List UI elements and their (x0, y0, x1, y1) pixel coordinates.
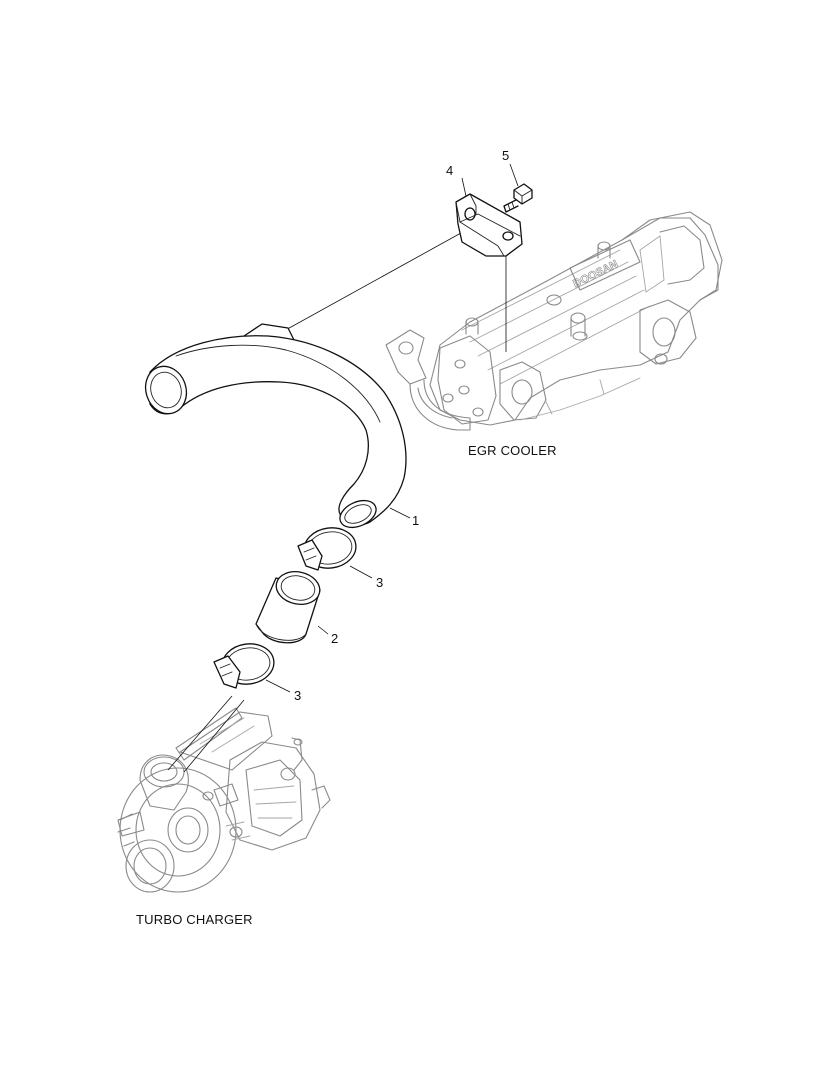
callout-3-lower: 3 (294, 688, 302, 703)
part-4-bracket (455, 193, 523, 257)
callout-4: 4 (446, 163, 454, 178)
assembly-lines (167, 163, 519, 773)
part-1-intake-hose (144, 323, 407, 529)
part-5-bolt (503, 183, 533, 213)
turbo-charger-illustration (117, 707, 331, 893)
part-3-lower-clamp (213, 643, 275, 689)
turbo-charger-label: TURBO CHARGER (136, 912, 253, 927)
callout-5: 5 (502, 148, 510, 163)
egr-cooler-illustration: DOOSAN (385, 211, 723, 431)
part-2-short-hose (255, 571, 321, 644)
callout-2: 2 (331, 631, 339, 646)
callout-3-upper: 3 (376, 575, 384, 590)
part-3-upper-clamp (297, 527, 357, 571)
callout-1: 1 (412, 513, 420, 528)
egr-cooler-label: EGR COOLER (468, 443, 557, 458)
